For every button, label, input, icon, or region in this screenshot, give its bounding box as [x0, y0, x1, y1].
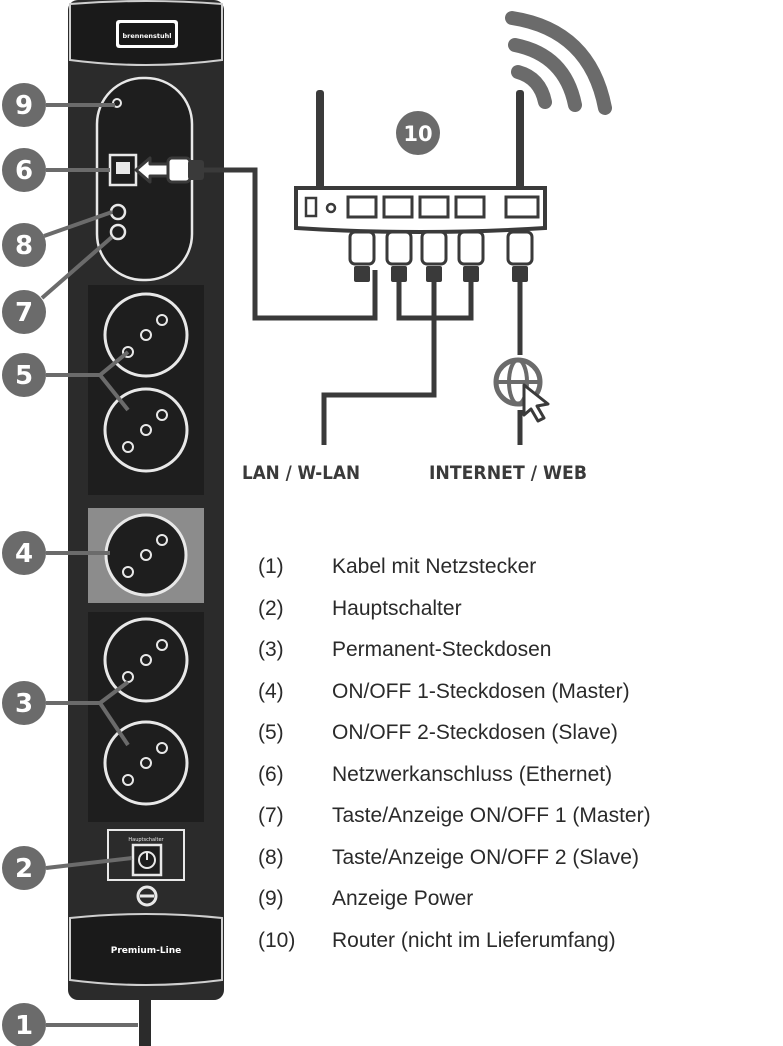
- router-power-switch: [304, 196, 318, 218]
- router-lan-port-4: [454, 195, 486, 219]
- legend-item: (8) Taste/Anzeige ON/OFF 2 (Slave): [258, 846, 651, 888]
- bottom-label: Premium-Line: [111, 946, 181, 956]
- legend-item: (5) ON/OFF 2-Steckdosen (Slave): [258, 721, 651, 763]
- callout-8: 8: [2, 223, 46, 267]
- legend-text: Taste/Anzeige ON/OFF 2 (Slave): [332, 845, 639, 869]
- callout-3: 3: [2, 681, 46, 725]
- svg-text:5: 5: [15, 361, 33, 391]
- legend-item: (6) Netzwerkanschluss (Ethernet): [258, 763, 651, 805]
- callout-7: 7: [2, 290, 46, 334]
- socket-slave-1: [103, 292, 189, 378]
- legend-number: (1): [258, 555, 284, 578]
- legend-number: (2): [258, 596, 284, 620]
- svg-text:1: 1: [15, 1011, 33, 1041]
- router-lan-port-2: [382, 195, 414, 219]
- callout-lines: [40, 103, 138, 1027]
- legend-item: (1) Kabel mit Netzstecker: [258, 555, 651, 597]
- legend-text: Hauptschalter: [332, 596, 462, 620]
- legend-number: (5): [258, 721, 284, 744]
- legend-text: Anzeige Power: [332, 887, 474, 910]
- globe-icon: [493, 357, 543, 407]
- legend-item: (10) Router (nicht im Lieferumfang): [258, 929, 651, 971]
- internet-label: INTERNET / WEB: [429, 462, 587, 484]
- svg-text:3: 3: [15, 689, 33, 719]
- legend-text: ON/OFF 1-Steckdosen (Master): [332, 679, 630, 703]
- callout-4: 4: [2, 531, 46, 575]
- socket-permanent-2: [103, 720, 189, 806]
- svg-text:6: 6: [15, 156, 33, 186]
- legend-text: ON/OFF 2-Steckdosen (Slave): [332, 721, 618, 744]
- socket-slave-2: [103, 387, 189, 473]
- router-antenna-right: [516, 90, 524, 190]
- wifi-signal-icon: [505, 11, 612, 115]
- ethernet-cable-strip: [204, 167, 378, 321]
- legend-item: (2) Hauptschalter: [258, 597, 651, 639]
- legend-number: (8): [258, 845, 284, 869]
- svg-text:9: 9: [15, 91, 33, 121]
- ethernet-plug: [134, 156, 204, 184]
- legend-number: (3): [258, 638, 284, 661]
- legend-number: (10): [258, 928, 296, 952]
- router-lan-port-1: [346, 195, 378, 219]
- router-plugs: [348, 230, 534, 266]
- legend-text: Permanent-Steckdosen: [332, 638, 552, 661]
- router-wan-port: [504, 195, 540, 219]
- svg-text:4: 4: [15, 539, 33, 569]
- legend-number: (4): [258, 679, 284, 703]
- legend-text: Router (nicht im Lieferumfang): [332, 928, 616, 952]
- master-button: [109, 223, 127, 241]
- router-antenna-left: [316, 90, 324, 190]
- legend-text: Netzwerkanschluss (Ethernet): [332, 762, 613, 786]
- slave-button: [109, 203, 127, 221]
- power-strip: brennenstuhl: [68, 0, 224, 1000]
- router-lan-port-3: [418, 195, 450, 219]
- legend-number: (9): [258, 887, 284, 910]
- legend-number: (6): [258, 762, 284, 786]
- legend-item: (7) Taste/Anzeige ON/OFF 1 (Master): [258, 804, 651, 846]
- socket-master: [104, 513, 188, 597]
- callout-9: 9: [2, 83, 46, 127]
- legend-text: Kabel mit Netzstecker: [332, 555, 537, 578]
- legend-item: (3) Permanent-Steckdosen: [258, 638, 651, 680]
- legend-number: (7): [258, 804, 284, 827]
- callout-2: 2: [2, 846, 46, 890]
- legend: (1) Kabel mit Netzstecker (2) Hauptschalter…: [258, 555, 651, 970]
- callout-1: 1: [2, 1003, 46, 1046]
- svg-text:8: 8: [15, 231, 33, 261]
- bottom-cap: [69, 913, 223, 986]
- brand-label: brennenstuhl: [122, 32, 171, 40]
- cursor-icon: [522, 383, 550, 423]
- lan-cables: [321, 282, 474, 445]
- svg-text:2: 2: [15, 854, 33, 884]
- switch-label: Hauptschalter: [128, 837, 164, 843]
- switch-panel: [107, 829, 185, 881]
- callout-5: 5: [2, 353, 46, 397]
- power-cable: [139, 985, 151, 1046]
- callout-6: 6: [2, 148, 46, 192]
- fuse: [136, 885, 158, 907]
- legend-text: Taste/Anzeige ON/OFF 1 (Master): [332, 804, 651, 827]
- router: [294, 90, 547, 234]
- lan-label: LAN / W-LAN: [242, 462, 360, 484]
- callout-10: 10: [396, 111, 440, 155]
- router-led: [325, 202, 337, 214]
- svg-text:7: 7: [15, 298, 33, 328]
- svg-text:10: 10: [403, 122, 432, 146]
- legend-item: (9) Anzeige Power: [258, 887, 651, 929]
- legend-item: (4) ON/OFF 1-Steckdosen (Master): [258, 680, 651, 722]
